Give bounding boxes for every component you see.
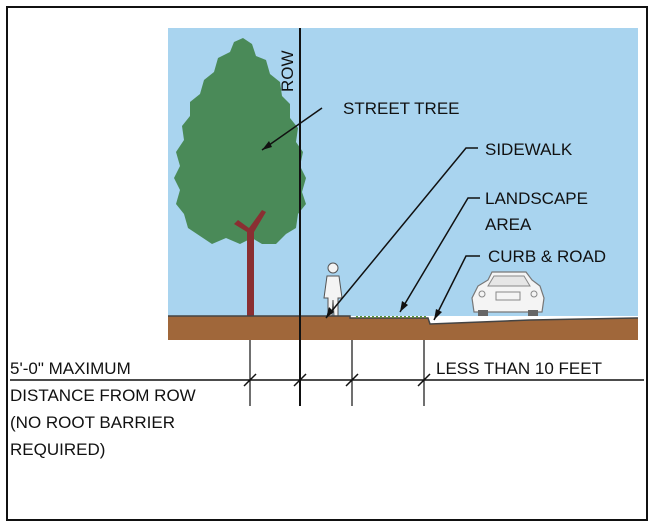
ground-surface-line — [168, 315, 639, 325]
max-distance-line1: 5'-0" MAXIMUM — [10, 359, 131, 378]
max-distance-line3: (NO ROOT BARRIER — [10, 413, 175, 432]
max-distance-line4: REQUIRED) — [10, 440, 105, 459]
curb-road-label: CURB & ROAD — [488, 247, 606, 266]
row-label: ROW — [278, 50, 297, 92]
street-tree-leader — [261, 107, 323, 151]
max-distance-line2: DISTANCE FROM ROW — [10, 386, 196, 405]
street-tree-label: STREET TREE — [343, 99, 460, 118]
sidewalk-leader — [325, 147, 478, 319]
landscape-label-line2: AREA — [485, 215, 532, 234]
sidewalk-label: SIDEWALK — [485, 140, 573, 159]
tree-trunk — [234, 210, 266, 316]
curb-leader — [433, 255, 480, 321]
ground-profile — [168, 316, 638, 340]
tree-foliage — [174, 38, 306, 244]
landscape-leader — [399, 197, 480, 313]
pedestrian-figure — [323, 262, 343, 317]
less-than-label: LESS THAN 10 FEET — [436, 359, 602, 378]
car-illustration — [471, 271, 545, 316]
landscape-label-line1: LANDSCAPE — [485, 189, 588, 208]
